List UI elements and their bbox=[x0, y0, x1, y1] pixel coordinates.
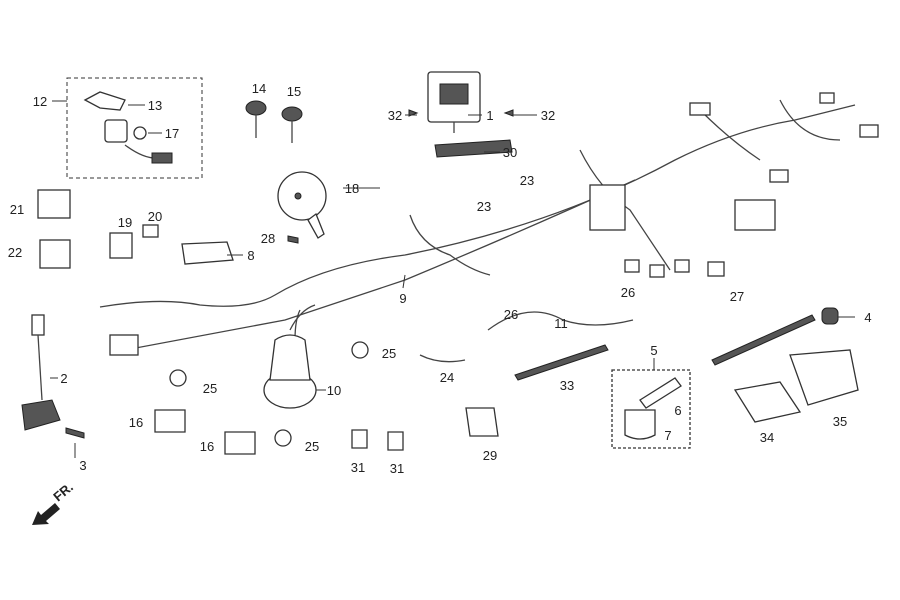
callout: 25 bbox=[305, 439, 319, 454]
callout: 34 bbox=[760, 430, 774, 445]
callout: 31 bbox=[390, 461, 404, 476]
callout: 24 bbox=[440, 370, 454, 385]
callout: 4 bbox=[864, 310, 871, 325]
callout: 23 bbox=[520, 173, 534, 188]
ignition-switch-set bbox=[66, 77, 203, 179]
horn bbox=[277, 171, 327, 244]
ecu-module bbox=[408, 71, 514, 158]
callout: 7 bbox=[664, 428, 671, 443]
keys bbox=[245, 100, 303, 143]
callout: 29 bbox=[483, 448, 497, 463]
callout: 6 bbox=[674, 403, 681, 418]
callout: 8 bbox=[247, 248, 254, 263]
callout: 5 bbox=[650, 343, 657, 358]
callout: 13 bbox=[148, 98, 162, 113]
callout: 3 bbox=[79, 458, 86, 473]
wire-harness bbox=[99, 92, 879, 356]
callout: 20 bbox=[148, 209, 162, 224]
callout: 14 bbox=[252, 81, 266, 96]
relays bbox=[37, 189, 234, 269]
callout: 33 bbox=[560, 378, 574, 393]
callout: 16 bbox=[200, 439, 214, 454]
callout: 15 bbox=[287, 84, 301, 99]
callout: 35 bbox=[833, 414, 847, 429]
callout: 22 bbox=[8, 245, 22, 260]
leader-lines bbox=[50, 100, 855, 458]
callout: 25 bbox=[203, 381, 217, 396]
callout: 19 bbox=[118, 215, 132, 230]
callout: 21 bbox=[10, 202, 24, 217]
callout: 11 bbox=[554, 316, 568, 331]
callout: 17 bbox=[165, 126, 179, 141]
callout: 2 bbox=[60, 371, 67, 386]
callout: 23 bbox=[477, 199, 491, 214]
callout: 26 bbox=[621, 285, 635, 300]
callout: 30 bbox=[503, 145, 517, 160]
misc-parts bbox=[21, 307, 859, 455]
callout: 31 bbox=[351, 460, 365, 475]
callout: 1 bbox=[486, 108, 493, 123]
front-label: FR. bbox=[50, 479, 76, 504]
callout: 18 bbox=[345, 181, 359, 196]
callout: 25 bbox=[382, 346, 396, 361]
callout: 26 bbox=[504, 307, 518, 322]
callout: 10 bbox=[327, 383, 341, 398]
callout-labels: 12 13 17 14 15 32 1 32 30 18 23 23 21 19… bbox=[8, 81, 872, 476]
callout: 12 bbox=[33, 94, 47, 109]
callout: 32 bbox=[541, 108, 555, 123]
arrow-down-left-icon bbox=[32, 503, 60, 525]
callout: 16 bbox=[129, 415, 143, 430]
front-direction-marker: FR. bbox=[32, 479, 76, 525]
callout: 9 bbox=[399, 291, 406, 306]
callout: 28 bbox=[261, 231, 275, 246]
callout: 32 bbox=[388, 108, 402, 123]
callout: 27 bbox=[730, 289, 744, 304]
